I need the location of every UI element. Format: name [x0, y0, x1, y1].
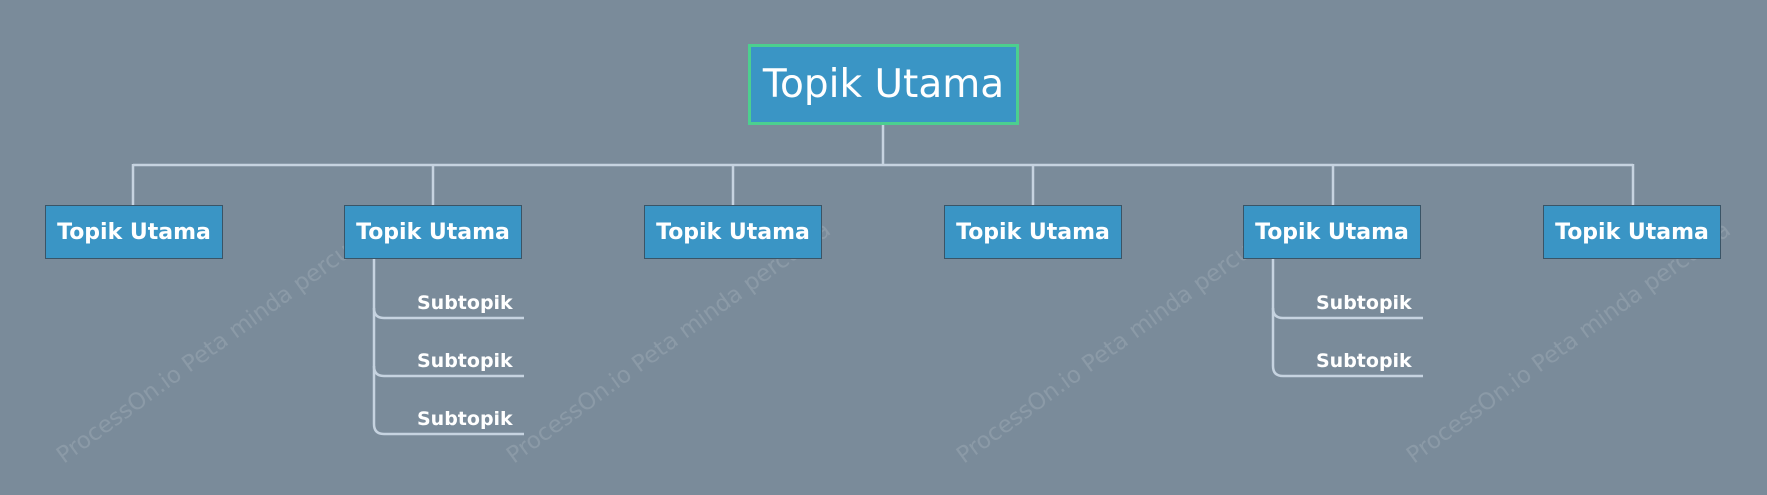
- subtopic-node[interactable]: Subtopik: [1316, 292, 1412, 314]
- main-topic-node[interactable]: Topik Utama: [1243, 205, 1421, 259]
- subtopic-node[interactable]: Subtopik: [417, 408, 513, 430]
- main-topic-node[interactable]: Topik Utama: [644, 205, 822, 259]
- subtopic-node[interactable]: Subtopik: [1316, 350, 1412, 372]
- main-topic-node[interactable]: Topik Utama: [1543, 205, 1721, 259]
- subtopic-branch-line: [1271, 308, 1423, 378]
- main-topic-node[interactable]: Topik Utama: [944, 205, 1122, 259]
- subtopic-node[interactable]: Subtopik: [417, 350, 513, 372]
- subtopic-node[interactable]: Subtopik: [417, 292, 513, 314]
- subtopic-branch-line: [372, 366, 524, 436]
- main-topic-node[interactable]: Topik Utama: [344, 205, 522, 259]
- central-topic-node[interactable]: Topik Utama: [748, 44, 1019, 125]
- main-topic-node[interactable]: Topik Utama: [45, 205, 223, 259]
